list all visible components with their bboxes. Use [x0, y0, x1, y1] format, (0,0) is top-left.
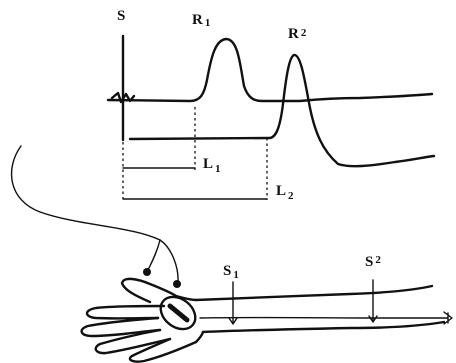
recording-electrode-2 [173, 280, 181, 288]
site-2-arrow [368, 315, 378, 323]
lead-wire-main [10, 145, 161, 241]
recording-electrode-1 [143, 268, 151, 276]
hand-palm-edge [194, 330, 205, 344]
hand-finger-4 [128, 337, 198, 363]
nerve-end-marker [443, 311, 453, 325]
site-1-arrow [228, 317, 238, 325]
recording-leads [10, 145, 181, 288]
response-trace-2 [128, 53, 436, 168]
stimulating-electrode [159, 295, 197, 331]
hand-finger-3 [94, 328, 172, 355]
forearm-upper-edge [194, 284, 434, 302]
hand-finger-1 [85, 304, 166, 320]
hand-thumb [120, 277, 178, 304]
lead-wire-b [159, 239, 179, 284]
lead-wire-a [147, 239, 161, 271]
forearm-lower-edge [201, 320, 446, 334]
response-trace-1 [106, 37, 434, 103]
hand-finger-2 [80, 316, 162, 338]
stimulus-label: S [117, 8, 125, 24]
